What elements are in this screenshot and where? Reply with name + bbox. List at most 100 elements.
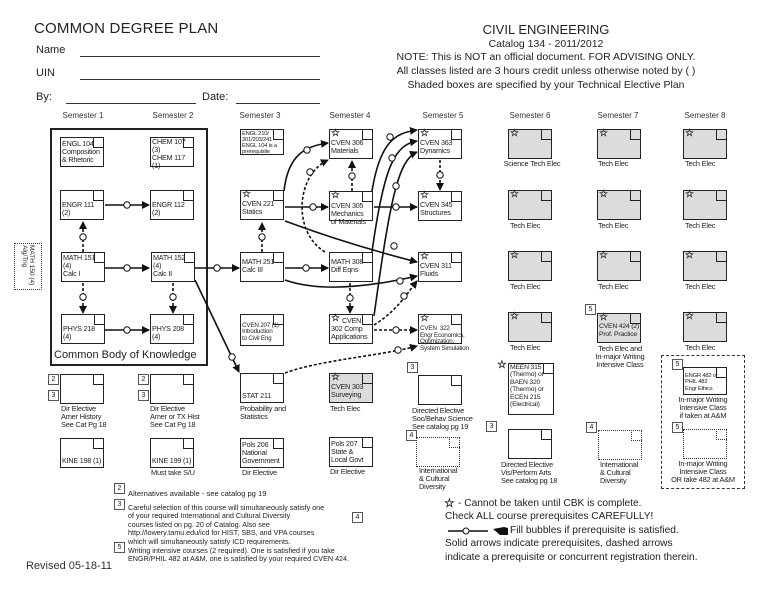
course-label: STAT 211 <box>242 391 272 400</box>
course-kine198[interactable]: KINE 198 (1) <box>60 438 104 468</box>
course-cven424[interactable]: ☆CVEN 424 (2) Prof. Practice <box>597 313 641 343</box>
course-cven303[interactable]: ☆CVEN 303 Surveying <box>329 373 373 403</box>
course-icd-elective-1[interactable] <box>416 437 460 467</box>
star-icon: ☆ <box>331 372 340 383</box>
tech-elec-caption: Tech Elec <box>685 282 716 291</box>
course-cven305[interactable]: ☆CVEN 305 Mechanics of Materials <box>329 191 373 226</box>
course-math251[interactable]: MATH 251 Calc III <box>240 252 284 282</box>
course-cven345[interactable]: ☆CVEN 345 Structures <box>418 191 462 221</box>
footnote-marker-5: 5 <box>585 304 596 315</box>
star-icon: ☆ <box>685 311 694 322</box>
course-cven311[interactable]: ☆CVEN 311 Fluids <box>418 252 462 282</box>
course-kine199[interactable]: KINE 199 (1) <box>150 438 194 468</box>
course-label: KINE 198 (1) <box>62 456 102 465</box>
course-label: Pols 207 State & Local Govt <box>331 439 364 464</box>
star-icon: ☆ <box>331 313 340 324</box>
stat211-caption: Probability and Statistics <box>240 404 286 421</box>
tech-elective-s7-3[interactable]: ☆ <box>597 251 641 281</box>
course-engr482[interactable]: ENGR 482 or PHIL 482 Engr Ethics <box>683 367 727 395</box>
star-icon: ☆ <box>420 190 429 201</box>
footnote-marker-3: 3 <box>48 390 59 401</box>
tech-elec-caption: Tech Elec <box>685 159 716 168</box>
engr482-caption: In-major Writing Intensive Class if take… <box>678 395 728 420</box>
course-label: MATH 308 Diff Eqns <box>331 257 364 274</box>
course-engl210[interactable]: ENGL 210/ 301/203/241 ENGL 104 is a prer… <box>240 129 284 155</box>
course-label: MATH 251 Calc III <box>242 257 275 274</box>
star-icon: ☆ <box>420 251 429 262</box>
tech-elective-s7-1[interactable]: ☆ <box>597 129 641 159</box>
course-cven302[interactable]: ☆CVEN 302 Comp Applications <box>329 314 373 344</box>
course-cven221[interactable]: ☆CVEN 221 Statics <box>240 190 284 220</box>
course-math151[interactable]: MATH 151 (4) Calc I <box>61 252 105 282</box>
course-stat211[interactable]: STAT 211 <box>240 373 284 403</box>
date-label: Date: <box>202 91 229 103</box>
course-cven322[interactable]: ☆CVEN 322 Engr Economics, Optimization, … <box>418 314 469 352</box>
kine199-caption: Must take S/U <box>151 468 195 477</box>
tech-elective-s8-3[interactable]: ☆ <box>683 251 727 281</box>
course-label: CVEN 306 Materials <box>331 138 364 155</box>
course-writing-intensive[interactable] <box>683 429 727 459</box>
footnote-marker-4: 4 <box>352 512 363 523</box>
star-icon: ☆ <box>242 189 251 200</box>
course-cven306[interactable]: ☆CVEN 306 Materials <box>329 129 373 159</box>
course-engl104[interactable]: ENGL 104 Composition & Rhetoric <box>60 137 104 167</box>
semester-5-heading: Semester 5 <box>422 111 464 120</box>
course-engr112[interactable]: ENGR 112 (2) <box>150 190 194 220</box>
soc-behav-caption: Directed Elective Soc/Behav Science See … <box>412 406 473 431</box>
tech-elective-s6-4[interactable]: ☆ <box>508 312 552 342</box>
course-pols206[interactable]: Pols 206 National Government <box>240 438 284 468</box>
course-icd-elective-2[interactable] <box>598 430 642 460</box>
tech-elective-s6-3[interactable]: ☆ <box>508 251 552 281</box>
name-field[interactable] <box>80 56 320 57</box>
date-field[interactable] <box>236 103 320 104</box>
course-math150[interactable]: MATH 150 (4) Alg/Trig <box>14 243 42 290</box>
course-vis-perform-elective[interactable] <box>508 429 552 459</box>
course-pols207[interactable]: Pols 207 State & Local Govt <box>329 437 373 467</box>
tech-elective-s8-1[interactable]: ☆ <box>683 129 727 159</box>
star-icon: ☆ <box>444 496 455 510</box>
legend-check-text: Check ALL course prerequisites CAREFULLY… <box>445 511 654 522</box>
tech-elective-s6-2[interactable]: ☆ <box>508 190 552 220</box>
pols206-caption: Dir Elective <box>242 468 277 477</box>
course-amer-tx-history-elective[interactable] <box>150 374 194 404</box>
semester-2-heading: Semester 2 <box>152 111 194 120</box>
course-math152[interactable]: MATH 152 (4) Calc II <box>151 252 195 282</box>
tech-elective-s7-2[interactable]: ☆ <box>597 190 641 220</box>
course-label: CVEN 207 (1) Introduction to Civil Eng <box>242 321 279 343</box>
course-engr111[interactable]: ENGR 111 (2) <box>60 190 104 220</box>
star-icon: ☆ <box>599 312 608 323</box>
course-label: ENGL 210/ 301/203/241 ENGL 104 is a prer… <box>242 131 277 155</box>
course-phys218[interactable]: PHYS 218 (4) <box>61 314 105 344</box>
tech-elec-caption: Tech Elec <box>510 221 541 230</box>
icd-caption-1: International & Cultural Diversity <box>419 466 458 491</box>
course-math308[interactable]: MATH 308 Diff Eqns <box>329 252 373 282</box>
star-icon: ☆ <box>685 189 694 200</box>
tech-elective-s8-2[interactable]: ☆ <box>683 190 727 220</box>
footnote-marker-3: 3 <box>138 390 149 401</box>
course-label: CHEM 107 (3) CHEM 117 (1) <box>152 137 186 170</box>
note-line-1: NOTE: This is NOT an official document. … <box>396 51 696 63</box>
cbk-frame <box>50 128 208 366</box>
semester-8-heading: Semester 8 <box>684 111 726 120</box>
course-chem107[interactable]: CHEM 107 (3) CHEM 117 (1) <box>150 137 194 170</box>
semester-3-heading: Semester 3 <box>239 111 281 120</box>
course-label: MATH 152 (4) Calc II <box>153 253 186 278</box>
course-phys208[interactable]: PHYS 208 (4) <box>150 314 194 344</box>
legend-arrows-text: Solid arrows indicate prerequisites, das… <box>445 538 698 563</box>
course-label: ENGR 111 (2) <box>62 200 95 217</box>
uin-field[interactable] <box>80 79 320 80</box>
course-cven207[interactable]: CVEN 207 (1) Introduction to Civil Eng <box>240 314 284 346</box>
star-icon: ☆ <box>685 128 694 139</box>
by-field[interactable] <box>66 103 196 104</box>
tech-elective-s8-4[interactable]: ☆ <box>683 312 727 342</box>
tech-elective-s6-1[interactable]: ☆ <box>508 129 552 159</box>
course-cven363[interactable]: ☆CVEN 363 Dynamics <box>418 129 462 159</box>
course-meen315[interactable]: MEEN 315 (Thermo) or BAEN 320 (Thermo) o… <box>508 363 554 415</box>
amer-history-caption: Dir Elective Amer History See Cat Pg 18 <box>61 404 107 429</box>
cven303-caption: Tech Elec <box>330 404 361 413</box>
course-label: Pols 206 National Government <box>242 440 280 465</box>
star-icon: ☆ <box>331 128 340 139</box>
course-soc-behav-elective[interactable] <box>418 375 462 405</box>
course-amer-history-elective[interactable] <box>60 374 104 404</box>
semester-4-heading: Semester 4 <box>329 111 371 120</box>
